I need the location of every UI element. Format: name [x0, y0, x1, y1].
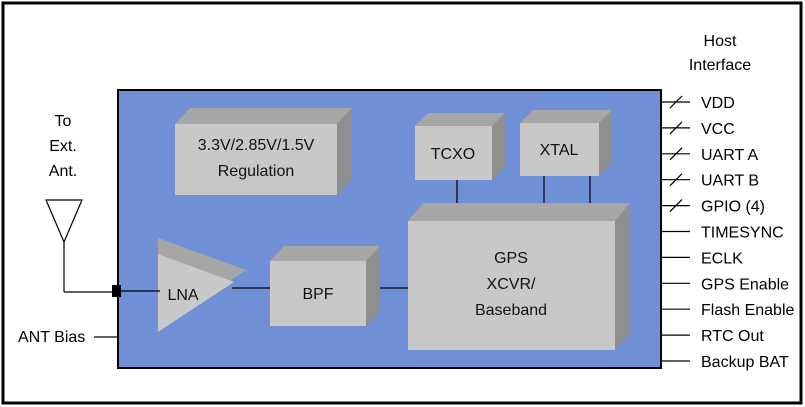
regulation-block: 3.3V/2.85V/1.5V Regulation	[175, 108, 352, 195]
signal-label: VDD	[701, 95, 735, 112]
host-signals: VDD VCC UART A UART B GPIO (4) TIMESYNC ECLK GP…	[661, 95, 794, 371]
signal-label: GPIO (4)	[701, 199, 765, 216]
lna-label: LNA	[167, 287, 198, 304]
host-interface-label-1: Host	[704, 33, 737, 50]
rf-path	[121, 287, 408, 292]
signal-label: GPS Enable	[701, 276, 789, 293]
signal-label: TIMESYNC	[701, 225, 784, 242]
xtal-block: XTAL	[520, 110, 612, 176]
antenna-label-2: Ext.	[49, 138, 77, 155]
xtal-label: XTAL	[540, 142, 579, 159]
gps-label-3: Baseband	[475, 302, 547, 319]
antenna-label-3: Ant.	[49, 163, 77, 180]
bus-slash-icon	[669, 121, 683, 135]
gps-label-2: XCVR/	[487, 276, 536, 293]
signal-label: ECLK	[701, 250, 743, 267]
ant-bias-label: ANT Bias	[18, 329, 85, 346]
signal-label: Backup BAT	[701, 354, 789, 371]
signal-label: UART B	[701, 173, 759, 190]
bus-slash-icon	[669, 173, 683, 187]
antenna-connector	[112, 285, 121, 297]
bus-slash-icon	[669, 147, 683, 161]
lna-amplifier: LNA	[158, 238, 246, 332]
signal-label: VCC	[701, 121, 735, 138]
gps-baseband-block: GPS XCVR/ Baseband	[408, 203, 630, 350]
antenna-label-1: To	[55, 113, 72, 130]
regulation-label-1: 3.3V/2.85V/1.5V	[198, 137, 315, 154]
tcxo-block: TCXO	[415, 113, 505, 180]
signal-label: Flash Enable	[701, 302, 794, 319]
signal-label: UART A	[701, 147, 759, 164]
bpf-block: BPF	[270, 246, 380, 326]
bus-slash-icon	[669, 95, 683, 109]
tcxo-label: TCXO	[431, 146, 475, 163]
signal-label: RTC Out	[701, 328, 764, 345]
bus-slash-icon	[669, 199, 683, 213]
host-interface-label-2: Interface	[689, 57, 751, 74]
antenna-icon	[45, 199, 116, 293]
regulation-label-2: Regulation	[218, 163, 295, 180]
bpf-label: BPF	[302, 286, 333, 303]
gps-label-1: GPS	[494, 250, 528, 267]
